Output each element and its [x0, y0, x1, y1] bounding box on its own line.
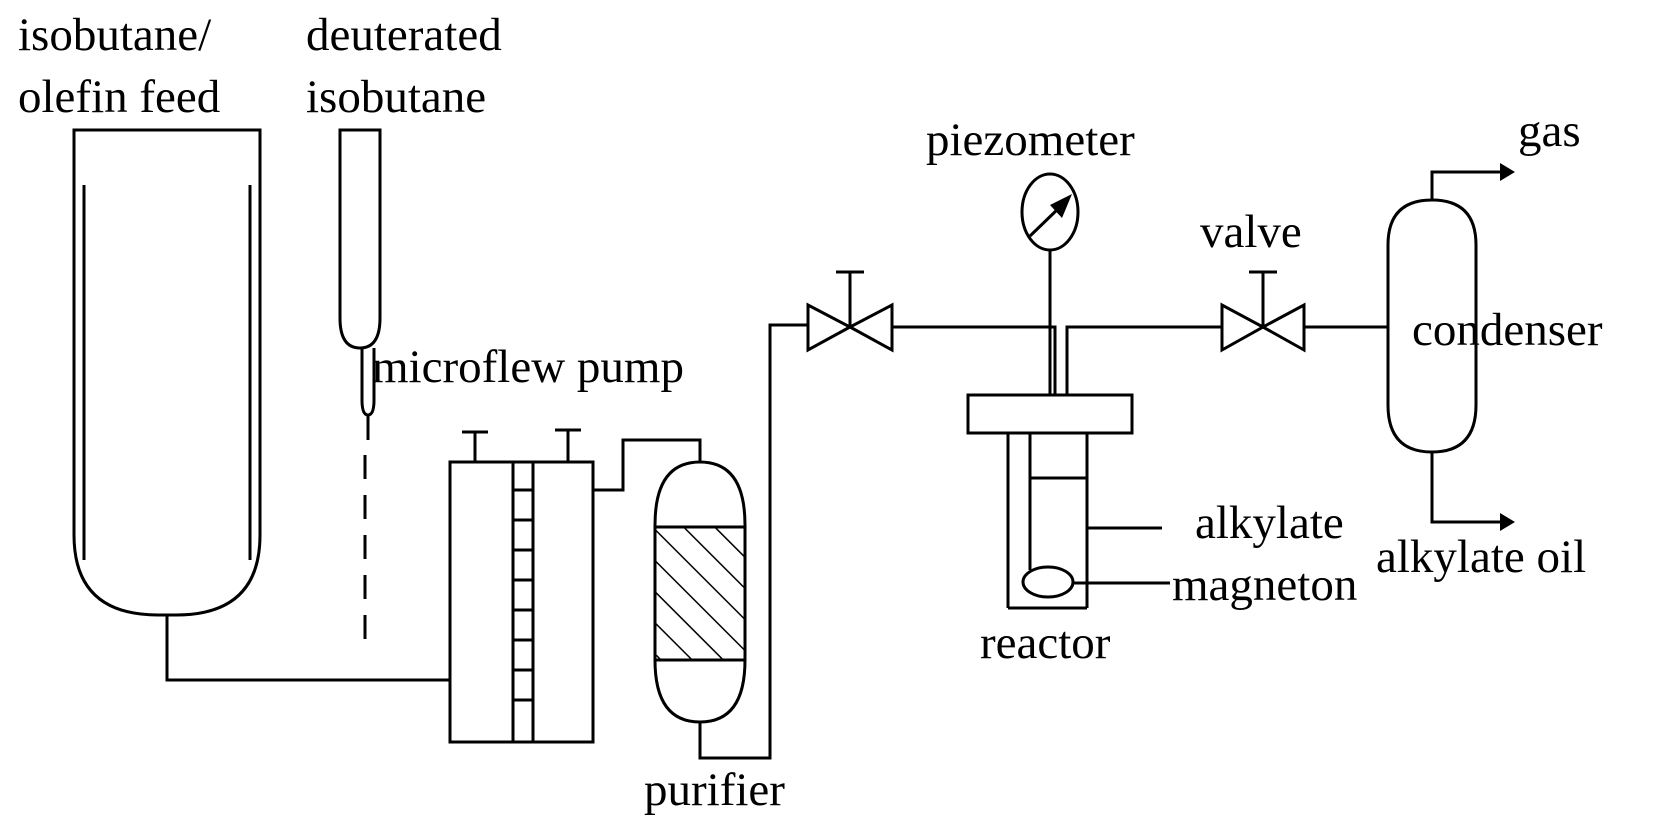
feed-label-line2: olefin feed — [18, 71, 220, 123]
valve-to-reactor-line — [892, 325, 1057, 395]
purifier-label: purifier — [644, 764, 785, 816]
reactor-to-valve-line — [1065, 325, 1222, 333]
valve-label: valve — [1200, 206, 1302, 258]
deuterated-label-line1: deuterated — [306, 9, 502, 61]
purifier-to-valve-line — [698, 323, 808, 760]
microflow-pump — [448, 428, 595, 744]
magneton-stirrer — [1021, 565, 1075, 599]
piezometer-label: piezometer — [926, 114, 1135, 166]
deuterated-label-line2: isobutane — [306, 71, 486, 123]
gas-label: gas — [1518, 105, 1581, 157]
reactor-label: reactor — [980, 617, 1111, 669]
deuterated-isobutane-vessel — [338, 128, 382, 650]
pump-to-purifier-line — [593, 438, 702, 492]
piezometer — [1020, 172, 1080, 395]
feed-to-pump-line — [165, 615, 450, 682]
condenser-label: condenser — [1412, 304, 1603, 356]
valve-right — [1220, 270, 1306, 353]
feed-label-line1: isobutane/ — [18, 9, 212, 61]
condenser — [1386, 163, 1515, 531]
alkylate-label: alkylate — [1195, 497, 1344, 549]
valve-left — [806, 270, 894, 353]
alkylate-oil-label: alkylate oil — [1376, 531, 1586, 583]
feed-tank — [72, 128, 262, 617]
pump-label: microflew pump — [372, 341, 684, 393]
reactor — [966, 327, 1170, 610]
magneton-label: magneton — [1172, 559, 1357, 611]
purifier — [653, 460, 747, 724]
